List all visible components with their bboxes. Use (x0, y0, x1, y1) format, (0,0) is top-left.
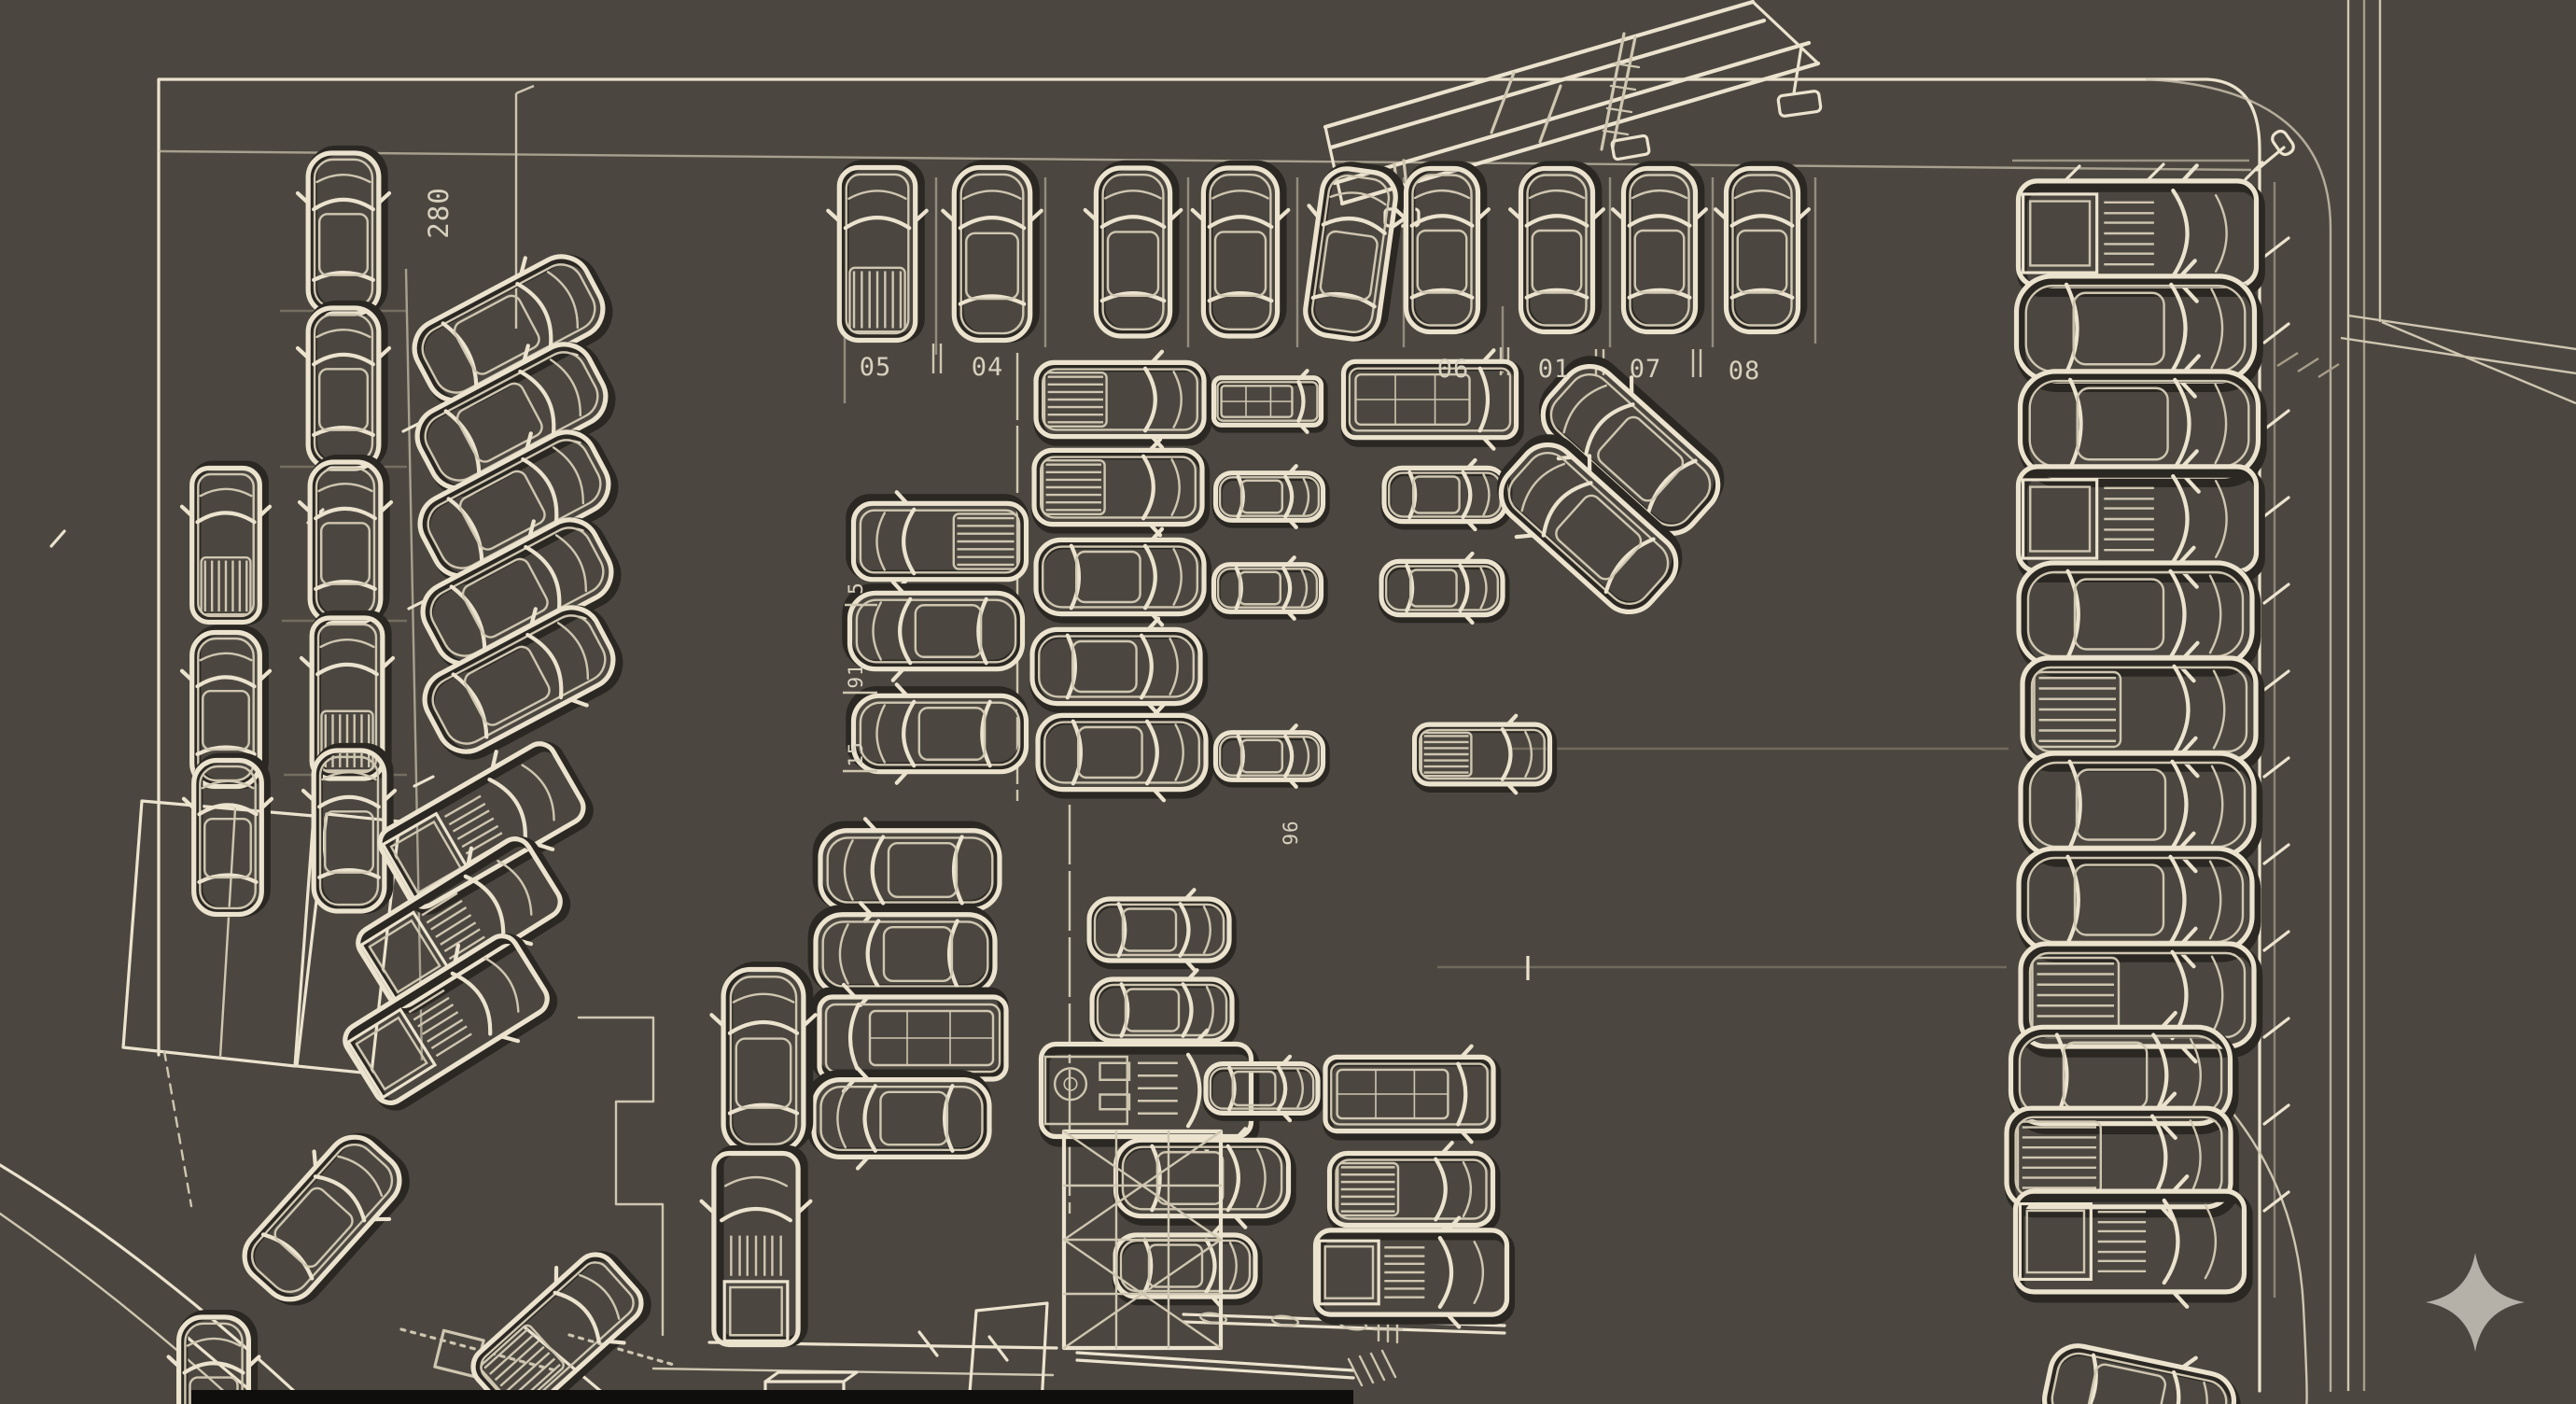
tick-strip (399, 1327, 676, 1372)
rail-comb (1372, 1316, 1404, 1344)
right-stall-lines (2012, 159, 2290, 1298)
overpass-brace-rungs (1602, 62, 1641, 136)
overpass-rail-lower (1332, 40, 1821, 206)
road-junction-hatch (2276, 351, 2340, 379)
side-mark-4: 96 (1280, 820, 1302, 845)
rail-hatch (1347, 1349, 1397, 1387)
site-boundary (49, 77, 2332, 1393)
inner-fence-line (158, 149, 2252, 172)
stall-label-04: 04 (972, 353, 1004, 382)
stall-label-05: 05 (860, 353, 892, 382)
stall-label-08: 08 (1729, 357, 1761, 386)
overpass-foot-3 (1776, 90, 1823, 118)
overpass-foot-2 (1610, 133, 1651, 161)
overpass-braces (1490, 32, 1637, 151)
stepped-wall (577, 1016, 665, 1337)
overpass-structure (1323, 0, 1823, 228)
rail-2 (1075, 1351, 1355, 1380)
sparkle-icon (2426, 1253, 2525, 1352)
stall-label-06: 06 (1437, 355, 1470, 384)
scaffold-structure (1061, 1129, 1224, 1351)
lamp-head-icon (2271, 129, 2295, 157)
stall-label-01: 01 (1538, 355, 1571, 384)
bottom-bar (191, 1390, 1353, 1404)
side-mark-1: 5 (845, 582, 867, 595)
boundary-corner-inner (2205, 77, 2261, 1393)
lane-merge-curve (2232, 1112, 2308, 1404)
overpass-rail-upper (1323, 0, 1767, 150)
dimension-label: 280 (423, 187, 455, 238)
boundary-corner-outer (2145, 77, 2332, 1393)
labels: 05 04 06 01 07 08 280 5 91 15 96 (423, 187, 1761, 845)
side-mark-underlines (843, 603, 877, 773)
side-mark-2: 91 (845, 663, 867, 688)
drive-curve-1 (0, 1163, 310, 1404)
road-diagonal-exit (2340, 314, 2576, 405)
diagonal-lot-edge (404, 268, 424, 1061)
mid-guide-lines (1437, 747, 2009, 969)
wall-right (967, 1301, 1049, 1404)
side-mark-3: 15 (845, 741, 867, 766)
stall-label-07: 07 (1630, 355, 1662, 384)
building-1-divider (218, 807, 237, 1059)
road-lines (2232, 0, 2576, 1404)
dim-line (514, 84, 535, 329)
dashed-edge (162, 1049, 193, 1208)
boundary-top-left (157, 77, 2209, 1057)
kerb-ticks (917, 1330, 1009, 1362)
overpass-end-caps (1323, 0, 1820, 205)
fence-ticks (49, 161, 2264, 548)
